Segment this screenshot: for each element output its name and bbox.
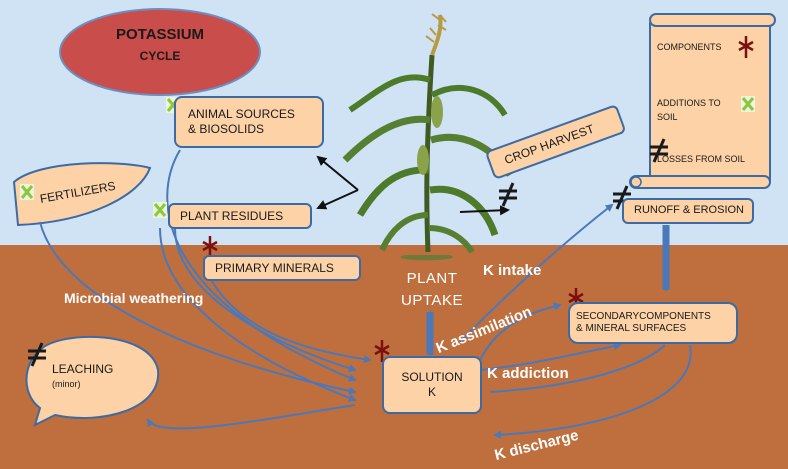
secondary-components-box: SECONDARYCOMPONENTS & MINERAL SURFACES: [568, 302, 738, 344]
solution-line-2: K: [427, 385, 436, 399]
component-icon: [738, 36, 754, 58]
animal-sources-box: ANIMAL SOURCES & BIOSOLIDS: [174, 96, 324, 148]
legend-additions-line-1: ADDITIONS TO: [657, 98, 721, 108]
primary-minerals-label: PRIMARY MINERALS: [215, 260, 334, 275]
plant-uptake-label: PLANT UPTAKE: [396, 268, 468, 312]
component-icon: [202, 236, 218, 258]
loss-symbols: [28, 138, 668, 367]
x-icon: [20, 184, 34, 200]
runoff-erosion-box: RUNOFF & EROSION: [622, 198, 754, 224]
title-ellipse: [59, 8, 261, 96]
leaching-bubble: [25, 335, 160, 427]
secondary-line-1: SECONDARYCOMPONENTS: [576, 310, 711, 322]
k-intake-label: K intake: [483, 262, 542, 279]
solution-line-1: SOLUTION: [401, 370, 463, 384]
plant-residues-label: PLANT RESIDUES: [180, 208, 284, 223]
legend-losses: LOSSES FROM SOIL: [657, 154, 746, 164]
title-text: POTASSIUM CYCLE: [60, 26, 260, 63]
x-icon: [741, 96, 755, 112]
animal-sources-line-1: ANIMAL SOURCES: [188, 107, 295, 121]
secondary-line-2: & MINERAL SURFACES: [576, 323, 687, 334]
plant-uptake-line-2: UPTAKE: [401, 291, 463, 309]
microbial-weathering-label: Microbial weathering: [64, 290, 204, 306]
leaching-text: LEACHING (minor): [52, 362, 113, 389]
plant-arrows: [316, 155, 510, 216]
leaching-line-1: LEACHING: [52, 362, 114, 376]
plant-residues-box: PLANT RESIDUES: [168, 203, 312, 229]
legend-additions-line-2: SOIL: [657, 111, 678, 122]
not-equal-icon: [499, 182, 517, 207]
plant-uptake-line-1: PLANT: [406, 270, 458, 287]
leaching-line-2: (minor): [52, 379, 81, 389]
runoff-erosion-label: RUNOFF & EROSION: [634, 204, 745, 217]
primary-minerals-box: PRIMARY MINERALS: [203, 255, 361, 281]
fertilizers-shape: [12, 162, 152, 227]
title-line-1: POTASSIUM: [115, 26, 205, 43]
not-equal-icon: [650, 138, 668, 163]
solution-k-box: SOLUTION K: [382, 356, 482, 414]
title-line-2: CYCLE: [139, 49, 181, 63]
not-equal-icon: [28, 342, 46, 367]
legend-components: COMPONENTS: [657, 42, 722, 52]
x-icon: [153, 202, 167, 218]
flow-arrows: [39, 149, 692, 439]
k-addiction-label: K addiction: [487, 365, 569, 382]
component-icon: [374, 340, 390, 362]
animal-sources-line-2: & BIOSOLIDS: [188, 122, 265, 136]
legend-additions: ADDITIONS TO SOIL: [657, 97, 721, 124]
